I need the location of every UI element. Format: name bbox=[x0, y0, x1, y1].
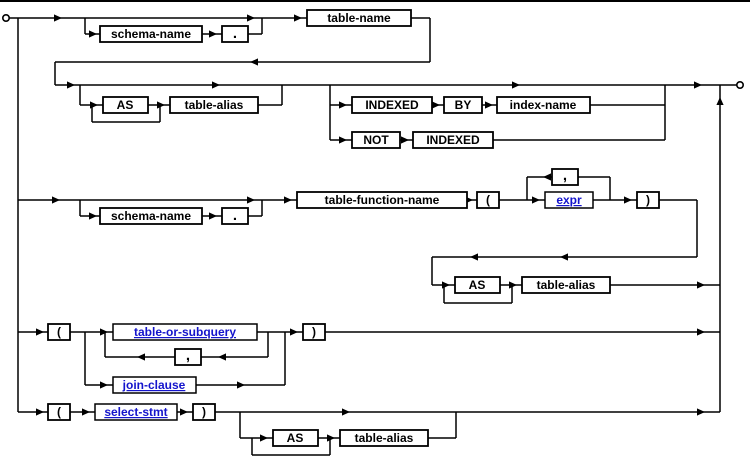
table-or-subquery-link-label[interactable]: table-or-subquery bbox=[134, 325, 236, 339]
not-indexed-label: INDEXED bbox=[426, 133, 480, 147]
comma-label: , bbox=[186, 347, 190, 364]
rparen-label: ) bbox=[312, 325, 316, 339]
table-name-label: table-name bbox=[327, 11, 391, 25]
join-clause-link-label[interactable]: join-clause bbox=[122, 378, 186, 392]
lparen-label: ( bbox=[57, 325, 61, 339]
table-alias-label: table-alias bbox=[355, 431, 414, 445]
node-not-indexed-keyword: INDEXED bbox=[412, 131, 494, 149]
table-alias-label: table-alias bbox=[537, 278, 596, 292]
expr-link-label[interactable]: expr bbox=[556, 193, 582, 207]
dot-label: . bbox=[233, 207, 237, 224]
node-index-name: index-name bbox=[496, 96, 591, 114]
node-as-keyword-1: AS bbox=[102, 96, 149, 114]
node-schema-name-2: schema-name bbox=[99, 207, 203, 225]
rparen-label: ) bbox=[646, 193, 650, 207]
index-name-label: index-name bbox=[510, 98, 577, 112]
start-terminal bbox=[1, 14, 11, 23]
as-label: AS bbox=[469, 278, 486, 292]
link-table-or-subquery[interactable]: table-or-subquery bbox=[112, 323, 258, 341]
node-lparen-2: ( bbox=[476, 191, 500, 209]
node-not-keyword: NOT bbox=[351, 131, 401, 149]
end-terminal bbox=[735, 81, 744, 90]
dot-label: . bbox=[233, 25, 237, 42]
schema-name-label: schema-name bbox=[111, 209, 191, 223]
lparen-label: ( bbox=[486, 193, 490, 207]
comma-label: , bbox=[563, 167, 567, 184]
rparen-label: ) bbox=[202, 405, 206, 419]
node-rparen-3: ) bbox=[302, 323, 326, 341]
node-table-alias-2: table-alias bbox=[521, 276, 611, 294]
node-by-keyword: BY bbox=[443, 96, 483, 114]
as-label: AS bbox=[287, 431, 304, 445]
table-function-name-label: table-function-name bbox=[325, 193, 440, 207]
as-label: AS bbox=[117, 98, 134, 112]
by-label: BY bbox=[455, 98, 472, 112]
node-lparen-4: ( bbox=[47, 403, 71, 421]
node-rparen-4: ) bbox=[192, 403, 216, 421]
link-expr[interactable]: expr bbox=[544, 191, 594, 209]
node-comma-3: , bbox=[174, 347, 202, 366]
schema-name-label: schema-name bbox=[111, 27, 191, 41]
not-label: NOT bbox=[363, 133, 389, 147]
link-select-stmt[interactable]: select-stmt bbox=[94, 403, 178, 421]
table-alias-label: table-alias bbox=[185, 98, 244, 112]
node-as-keyword-2: AS bbox=[454, 276, 501, 294]
lparen-label: ( bbox=[57, 405, 61, 419]
node-table-alias-1: table-alias bbox=[169, 96, 259, 114]
node-comma-2: , bbox=[551, 167, 579, 186]
link-join-clause[interactable]: join-clause bbox=[112, 376, 197, 394]
node-dot-1: . bbox=[221, 25, 249, 43]
node-table-name: table-name bbox=[306, 9, 412, 27]
node-rparen-2: ) bbox=[636, 191, 660, 209]
node-dot-2: . bbox=[221, 207, 249, 225]
node-indexed-keyword: INDEXED bbox=[351, 96, 433, 114]
node-table-alias-4: table-alias bbox=[339, 429, 429, 447]
node-table-function-name: table-function-name bbox=[296, 191, 468, 209]
node-lparen-3: ( bbox=[47, 323, 71, 341]
node-schema-name-1: schema-name bbox=[99, 25, 203, 43]
select-stmt-link-label[interactable]: select-stmt bbox=[104, 405, 167, 419]
node-as-keyword-4: AS bbox=[272, 429, 319, 447]
indexed-label: INDEXED bbox=[365, 98, 419, 112]
